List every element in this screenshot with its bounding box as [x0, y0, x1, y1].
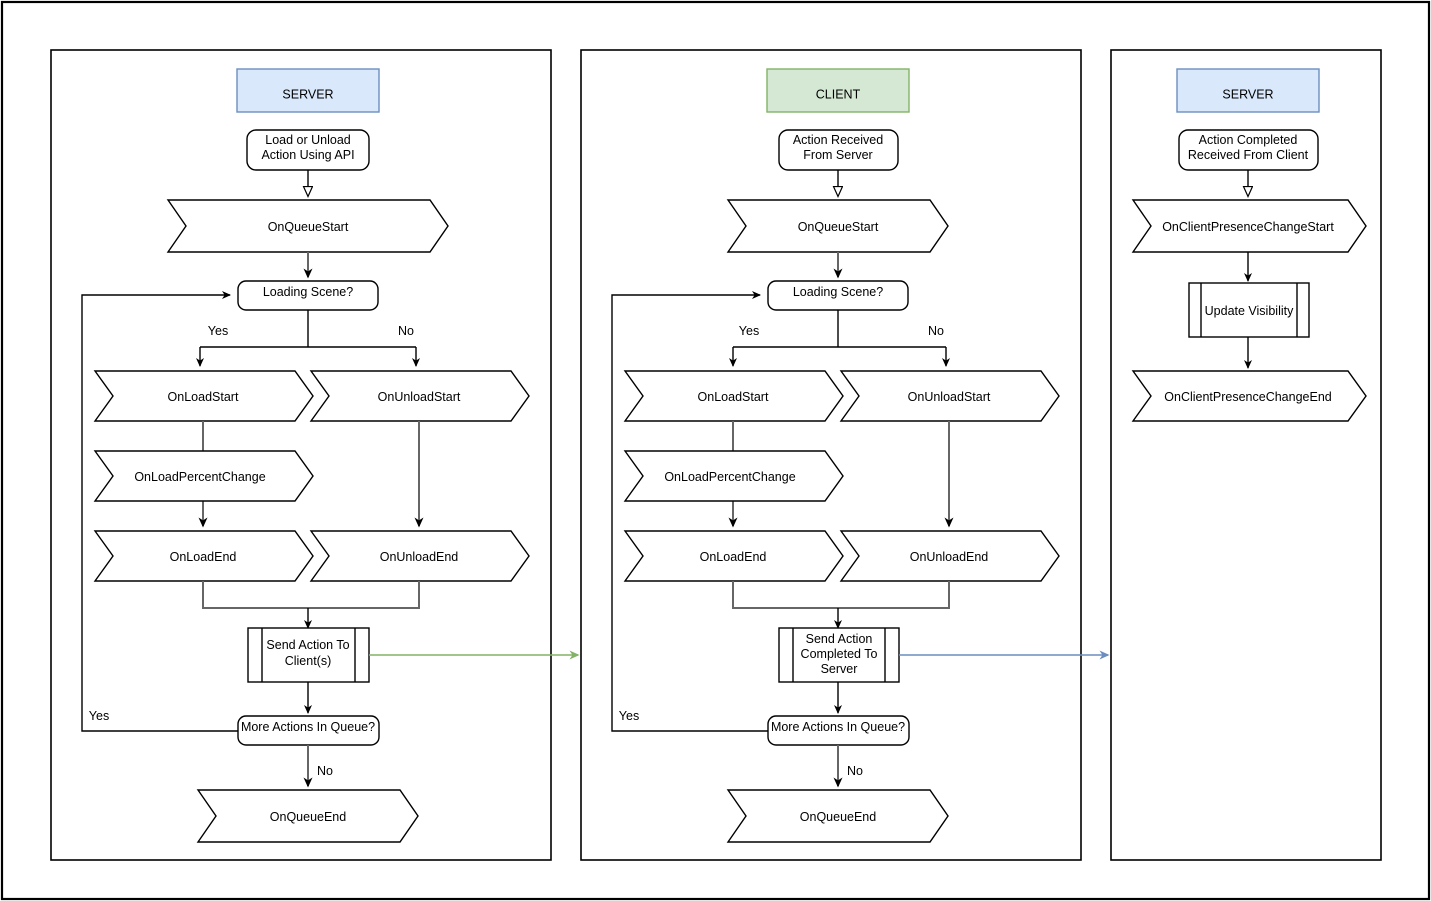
edge-label-exit-no-l2: No	[847, 764, 863, 778]
node-load-or-unload-action-line2: Action Using API	[261, 148, 354, 162]
node-onloadend-l2	[623, 530, 844, 582]
node-update-visibility	[1188, 282, 1310, 338]
node-onloadstart-l1	[93, 370, 314, 422]
edge-loop-yes-l2	[611, 291, 768, 732]
edge-merge-to-sendaction-l2	[732, 581, 950, 609]
node-onloadpercentchange-l2-label: OnLoadPercentChange	[664, 470, 795, 484]
edge-label-yes-l1: Yes	[208, 324, 228, 338]
edge-label-yes-l2: Yes	[739, 324, 759, 338]
edge-label-loop-yes-l2: Yes	[619, 709, 639, 723]
node-onqueuestart-l1-label: OnQueueStart	[268, 220, 349, 234]
lane-container-client	[580, 49, 1082, 861]
node-onqueuestart-l2-label: OnQueueStart	[798, 220, 879, 234]
lane-header-box-server-right	[1176, 68, 1320, 113]
node-action-completed-received-from-client-line1: Action Completed	[1199, 133, 1298, 147]
node-send-action-completed-to-server-line1: Send Action	[806, 632, 873, 646]
edge-loadingscene-split-l1	[200, 310, 416, 348]
edge-label-no-l2: No	[928, 324, 944, 338]
node-onunloadstart-l2-label: OnUnloadStart	[908, 390, 991, 404]
node-onloadstart-l1-label: OnLoadStart	[168, 390, 239, 404]
node-send-action-to-clients-line2: Client(s)	[285, 654, 332, 668]
node-onloadend-l2-label: OnLoadEnd	[700, 550, 767, 564]
lane-container-server-right	[1110, 49, 1382, 861]
node-onunloadstart-l2	[839, 370, 1060, 422]
node-onclientpresencechangeend	[1131, 370, 1367, 422]
node-onclientpresencechangestart	[1131, 199, 1367, 253]
node-onqueueend-l1	[196, 789, 419, 843]
lane-header-label-client: CLIENT	[816, 87, 861, 101]
node-action-received-from-server-line2: From Server	[803, 148, 872, 162]
node-onclientpresencechangeend-label: OnClientPresenceChangeEnd	[1164, 390, 1332, 404]
node-loading-scene-l1-label: Loading Scene?	[263, 285, 353, 299]
node-action-received-from-server-line1: Action Received	[793, 133, 883, 147]
node-onloadstart-l2	[623, 370, 844, 422]
node-onloadstart-l2-label: OnLoadStart	[698, 390, 769, 404]
node-onqueueend-l1-label: OnQueueEnd	[270, 810, 346, 824]
lane-header-box-client	[766, 68, 910, 113]
node-onloadend-l1	[93, 530, 314, 582]
node-onclientpresencechangestart-label: OnClientPresenceChangeStart	[1162, 220, 1334, 234]
node-send-action-completed-to-server-line2: Completed To	[801, 647, 878, 661]
lane-header-box-server-left	[236, 68, 380, 113]
node-onqueuestart-l1	[166, 199, 449, 253]
node-onunloadstart-l1-label: OnUnloadStart	[378, 390, 461, 404]
node-onunloadend-l2-label: OnUnloadEnd	[910, 550, 989, 564]
node-onunloadend-l2	[839, 530, 1060, 582]
node-onunloadend-l1-label: OnUnloadEnd	[380, 550, 459, 564]
lane-container-server-left	[50, 49, 552, 861]
lane-header-label-server-right: SERVER	[1222, 87, 1273, 101]
node-loading-scene-l2-label: Loading Scene?	[793, 285, 883, 299]
node-onloadend-l1-label: OnLoadEnd	[170, 550, 237, 564]
edge-merge-to-sendaction-l1	[202, 581, 420, 609]
node-load-or-unload-action-line1: Load or Unload	[265, 133, 351, 147]
edge-label-exit-no-l1: No	[317, 764, 333, 778]
node-onunloadend-l1	[309, 530, 530, 582]
node-onunloadstart-l1	[309, 370, 530, 422]
node-send-action-completed-to-server-line3: Server	[821, 662, 858, 676]
node-send-action-to-clients	[247, 627, 370, 683]
node-onqueueend-l2-label: OnQueueEnd	[800, 810, 876, 824]
edge-label-loop-yes-l1: Yes	[89, 709, 109, 723]
node-onqueueend-l2	[726, 789, 949, 843]
edge-label-no-l1: No	[398, 324, 414, 338]
node-onloadpercentchange-l2	[623, 450, 844, 502]
edge-loop-yes-l1	[81, 291, 238, 732]
node-onloadpercentchange-l1	[93, 450, 314, 502]
node-update-visibility-label: Update Visibility	[1205, 304, 1294, 318]
edge-loadingscene-split-l2	[733, 310, 946, 348]
node-action-completed-received-from-client-line2: Received From Client	[1188, 148, 1309, 162]
node-more-actions-in-queue-l1-label: More Actions In Queue?	[241, 720, 375, 734]
node-onloadpercentchange-l1-label: OnLoadPercentChange	[134, 470, 265, 484]
lane-header-label-server-left: SERVER	[282, 87, 333, 101]
node-onqueuestart-l2	[726, 199, 949, 253]
node-send-action-to-clients-line1: Send Action To	[266, 638, 349, 652]
node-more-actions-in-queue-l2-label: More Actions In Queue?	[771, 720, 905, 734]
node-send-action-completed-to-server	[778, 627, 900, 683]
